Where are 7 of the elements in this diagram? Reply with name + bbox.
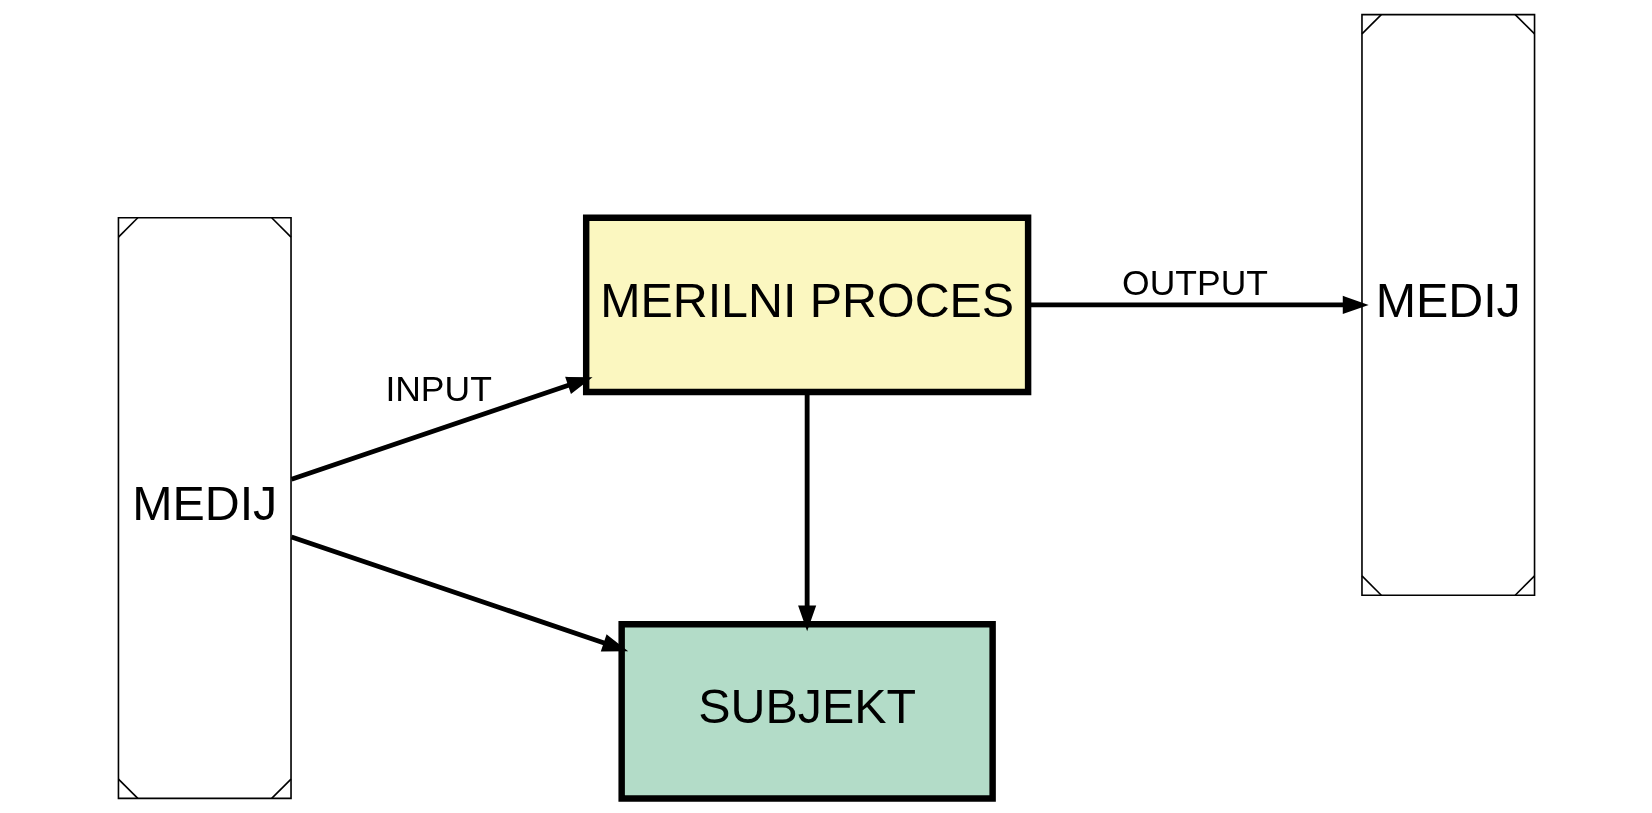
arrow — [797, 392, 816, 632]
edge-label: INPUT — [384, 369, 492, 410]
arrow — [290, 376, 593, 482]
arrow — [290, 534, 628, 652]
node-box: SUBJEKT — [617, 621, 996, 802]
node-box: MERILNI PROCES — [582, 214, 1031, 396]
edge-label: OUTPUT — [1121, 262, 1268, 303]
